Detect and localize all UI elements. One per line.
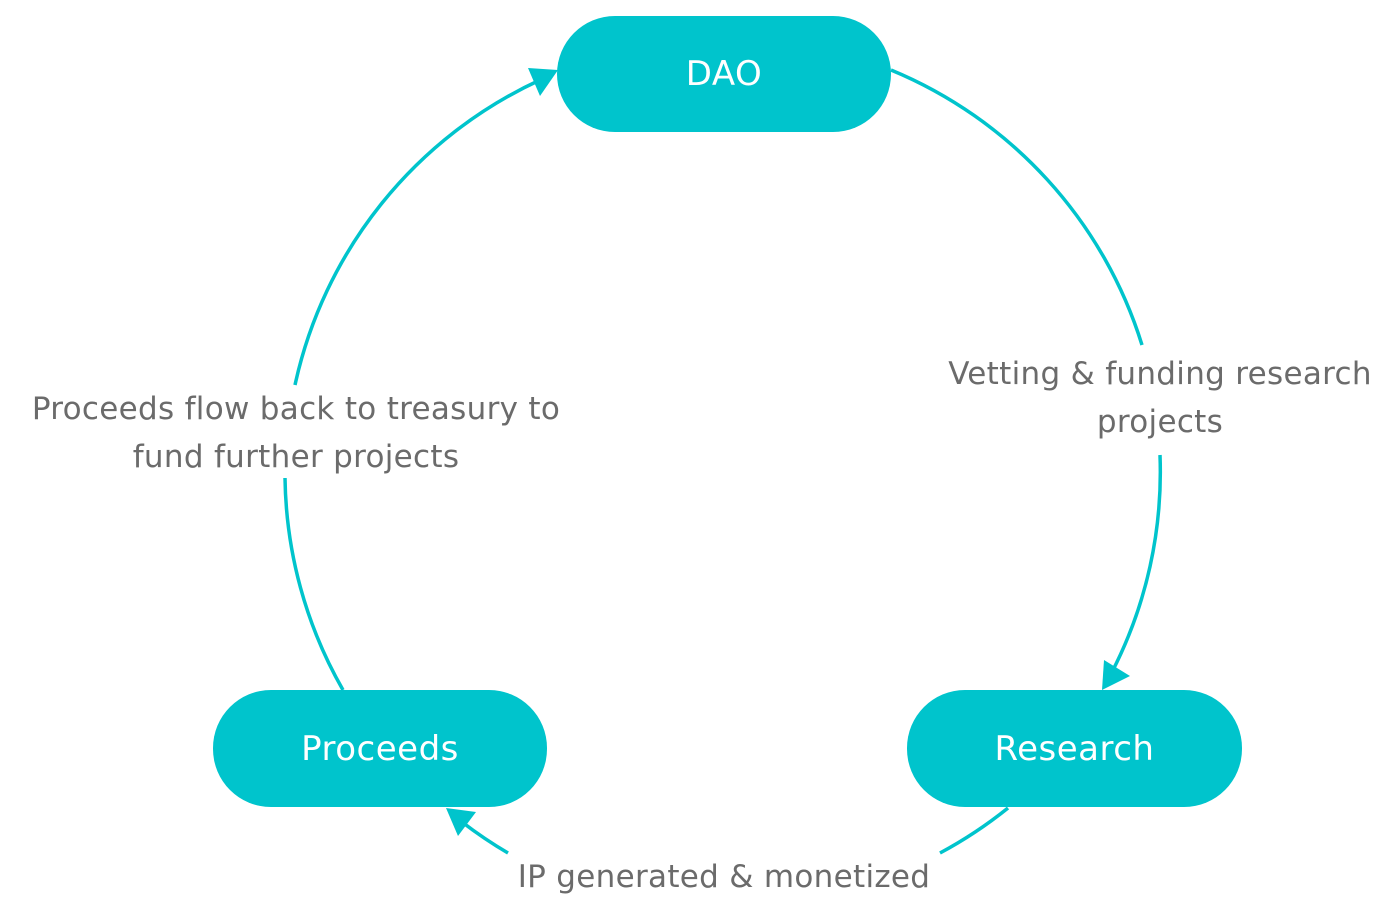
edge-label-research-to-proceeds: IP generated & monetized	[517, 859, 931, 895]
arrow-research-to-proceeds-right	[939, 806, 1010, 855]
node-research: Research	[907, 690, 1242, 807]
arrowhead-proceeds	[446, 808, 476, 836]
edge-label-dao-to-research: Vetting & funding research projects	[948, 356, 1372, 440]
node-research-label: Research	[994, 728, 1155, 769]
node-proceeds-label: Proceeds	[301, 728, 459, 769]
arrow-proceeds-to-dao-upper	[293, 78, 541, 386]
arrow-research-to-proceeds-left	[460, 820, 509, 855]
node-dao: DAO	[557, 16, 891, 132]
arrowhead-research	[1102, 660, 1130, 690]
arrowhead-dao	[528, 68, 558, 96]
arrow-dao-to-research-upper	[890, 68, 1144, 346]
node-dao-label: DAO	[685, 54, 763, 94]
edge-label-proceeds-to-dao: Proceeds flow back to treasury to fund f…	[31, 391, 561, 475]
arrow-proceeds-to-dao-lower	[283, 477, 345, 691]
arrow-dao-to-research-lower	[1110, 454, 1163, 673]
node-proceeds: Proceeds	[213, 690, 547, 807]
